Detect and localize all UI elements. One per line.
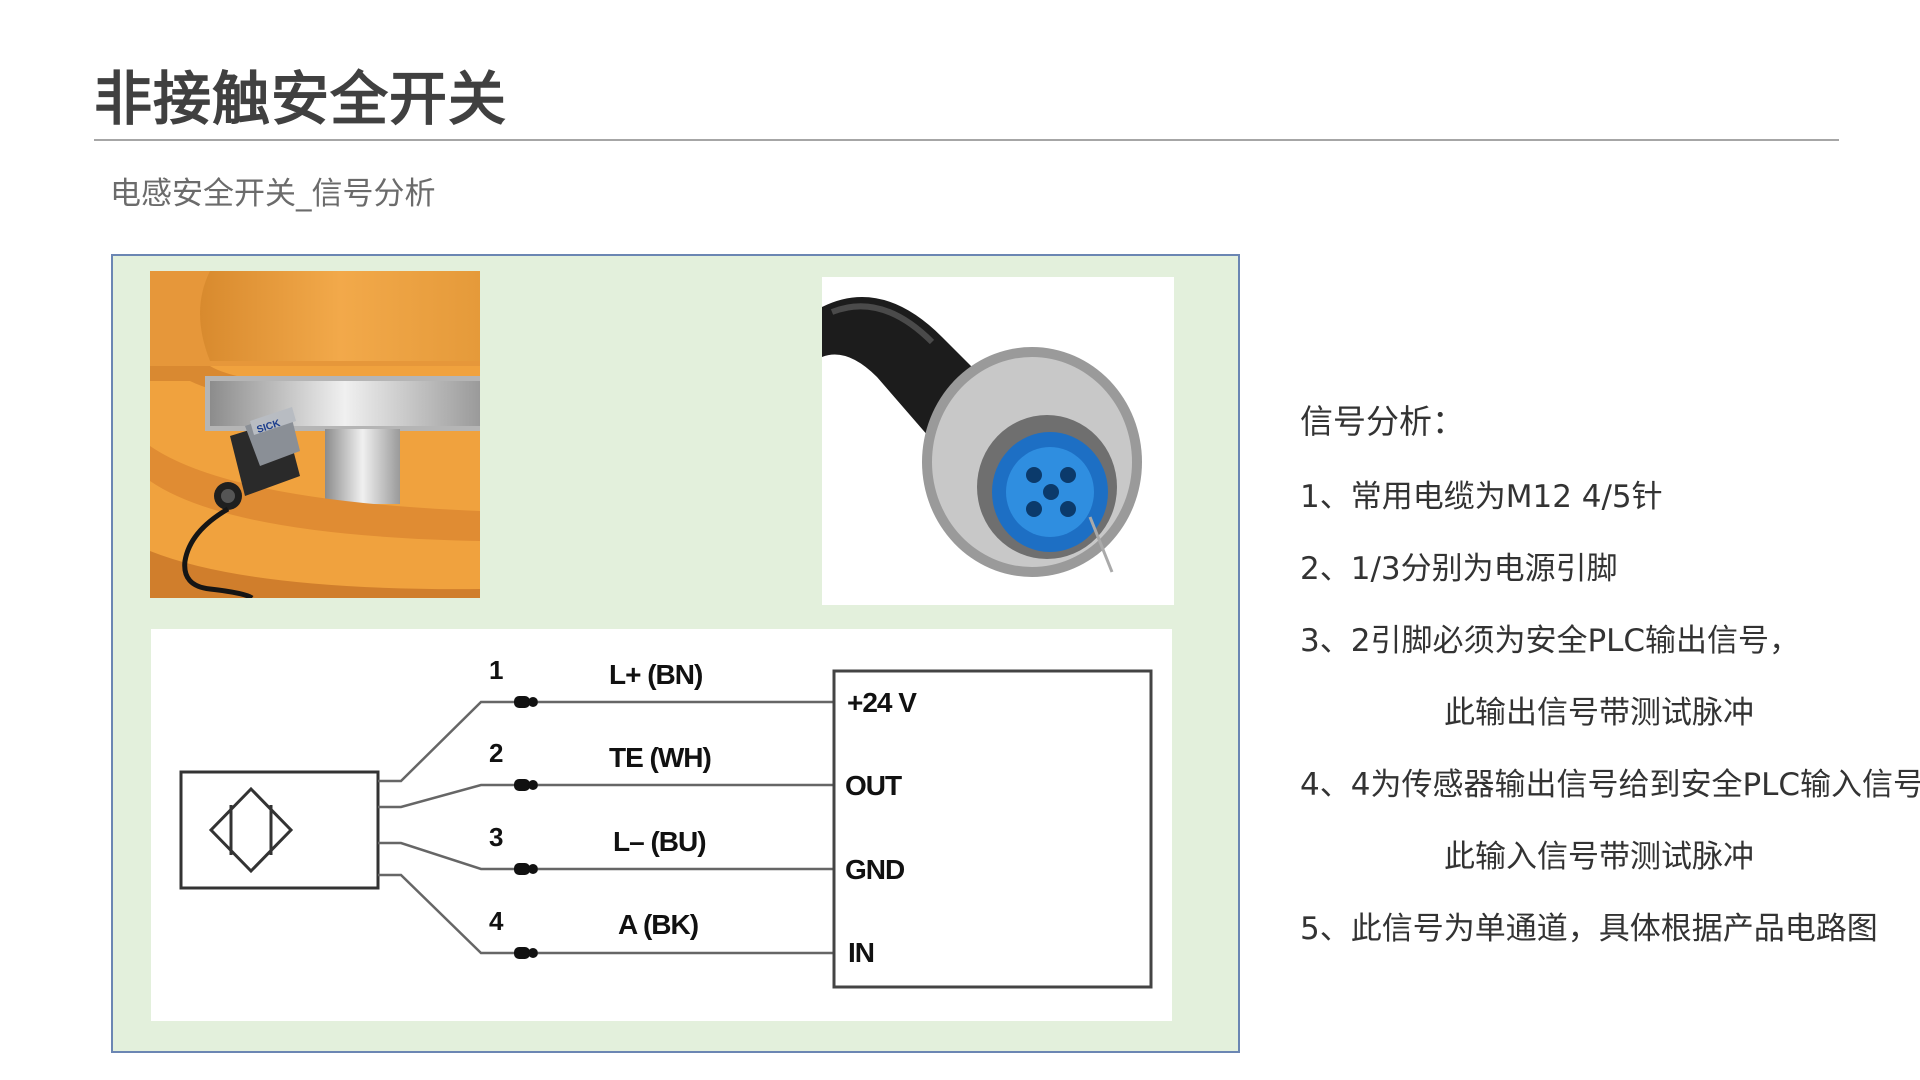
wire-label-4: A (BK) [618, 909, 698, 940]
title-divider [94, 139, 1839, 141]
analysis-item-4: 4、4为传感器输出信号给到安全PLC输入信号 [1300, 767, 1920, 803]
analysis-item-2: 2、1/3分别为电源引脚 [1300, 551, 1618, 587]
sensor-symbol [179, 770, 380, 890]
wire-3 [378, 841, 518, 871]
analysis-heading: 信号分析： [1300, 402, 1465, 441]
pin-connector-1 [514, 696, 538, 708]
analysis-item-1: 1、常用电缆为M12 4/5针 [1300, 479, 1663, 515]
terminal-label-3: GND [845, 854, 905, 885]
terminal-label-2: OUT [845, 770, 902, 801]
terminal-label-4: IN [848, 937, 874, 968]
wire-4 [378, 873, 518, 955]
pin-connector-2 [514, 779, 538, 791]
wiring-diagram: 1 2 3 4 L+ (BN) TE (WH) L– (BU) A (BK) +… [151, 629, 1172, 1021]
terminal-label-1: +24 V [847, 687, 917, 718]
wire-1 [378, 700, 518, 783]
figure-panel: SICK [111, 254, 1240, 1053]
pin-connector-4 [514, 947, 538, 959]
controller-terminal-box [832, 669, 1153, 989]
pin-number-1: 1 [489, 655, 503, 685]
analysis-item-5: 5、此信号为单通道，具体根据产品电路图 [1300, 911, 1878, 947]
inductive-sensor-icon [208, 786, 294, 874]
wire-label-3: L– (BU) [613, 826, 706, 857]
pin-number-4: 4 [489, 906, 504, 936]
wire-label-2: TE (WH) [609, 742, 711, 773]
page-title: 非接触安全开关 [94, 65, 508, 133]
analysis-item-3-continued: 此输出信号带测试脉冲 [1444, 695, 1754, 731]
page-subtitle: 电感安全开关_信号分析 [110, 176, 436, 212]
m12-connector-photo [822, 277, 1174, 605]
analysis-item-4-continued: 此输入信号带测试脉冲 [1444, 839, 1754, 875]
analysis-item-3: 3、2引脚必须为安全PLC输出信号， [1300, 623, 1801, 659]
wire-label-1: L+ (BN) [609, 659, 702, 690]
pin-connector-3 [514, 863, 538, 875]
sensor-photo: SICK [150, 271, 480, 598]
wire-2 [378, 783, 518, 809]
pin-number-3: 3 [489, 822, 503, 852]
pin-number-2: 2 [489, 738, 503, 768]
signal-analysis: 信号分析： 1、常用电缆为M12 4/5针 2、1/3分别为电源引脚 3、2引脚… [1300, 395, 1920, 981]
